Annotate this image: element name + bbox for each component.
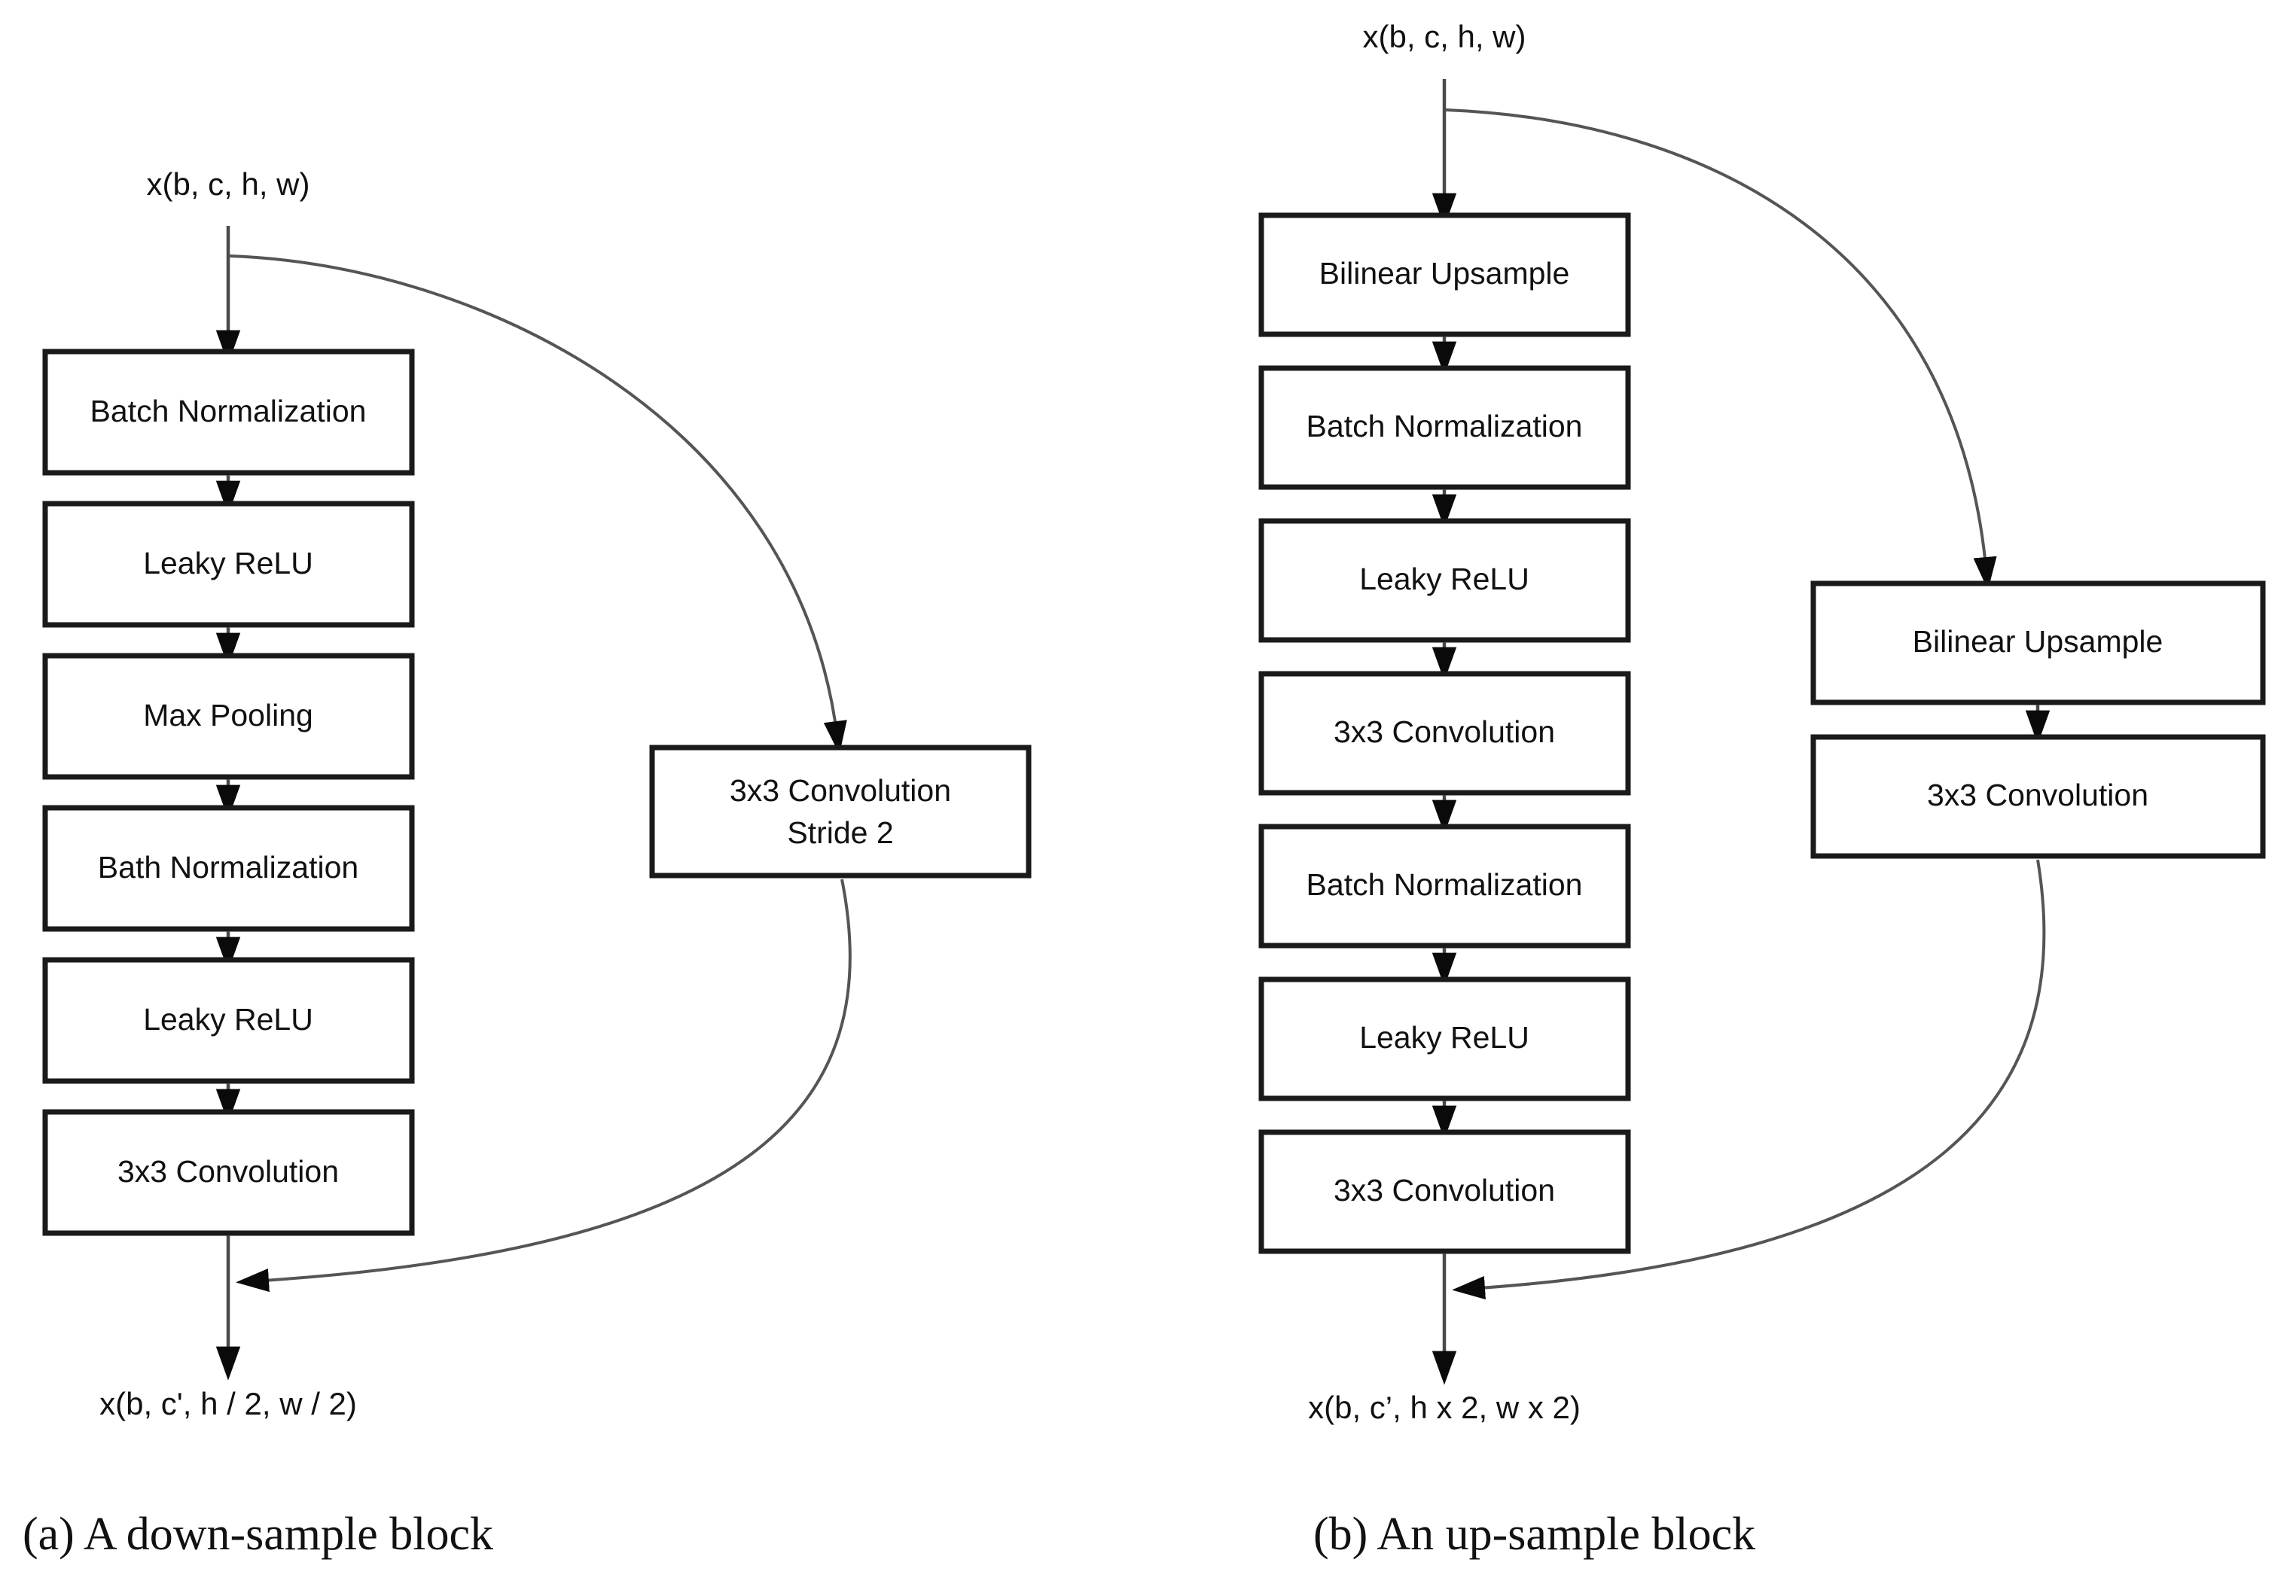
panel-a-box-3-label: Bath Normalization bbox=[98, 850, 358, 885]
panel-b-skip-merge-curve bbox=[1452, 859, 2046, 1300]
panel-a-box-5-label: 3x3 Convolution bbox=[117, 1154, 339, 1189]
panel-b-box-3: 3x3 Convolution bbox=[1258, 671, 1631, 796]
panel-b-box-0: Bilinear Upsample bbox=[1258, 212, 1631, 337]
panel-a-box-2: Max Pooling bbox=[42, 653, 415, 780]
panel-down-sample: x(b, c, h, w) Batch Normalization Leaky … bbox=[42, 166, 1032, 1421]
panel-b-output-label: x(b, c’, h x 2, w x 2) bbox=[1308, 1390, 1581, 1425]
panel-b-box-1: Batch Normalization bbox=[1258, 365, 1631, 490]
panel-b-box-0-label: Bilinear Upsample bbox=[1319, 256, 1570, 291]
panel-b-box-4-label: Batch Normalization bbox=[1307, 867, 1583, 902]
panel-b-box-6: 3x3 Convolution bbox=[1258, 1129, 1631, 1254]
panel-b-box-3-label: 3x3 Convolution bbox=[1334, 714, 1555, 749]
panel-b-caption: (b) An up-sample block bbox=[1313, 1509, 1756, 1560]
panel-a-box-5: 3x3 Convolution bbox=[42, 1109, 415, 1236]
panel-up-sample: x(b, c, h, w) Bilinear Upsample Batch No… bbox=[1258, 19, 2266, 1425]
panel-b-box-6-label: 3x3 Convolution bbox=[1334, 1173, 1555, 1208]
panel-a-box-2-label: Max Pooling bbox=[143, 698, 313, 733]
panel-b-skip-branch-curve bbox=[1445, 108, 1997, 590]
panel-b-skip-box-1-label: 3x3 Convolution bbox=[1927, 778, 2148, 812]
panel-a-box-3: Bath Normalization bbox=[42, 805, 415, 932]
panel-a-skip-box-0-line-1: Stride 2 bbox=[787, 815, 893, 850]
panel-a-box-4: Leaky ReLU bbox=[42, 957, 415, 1084]
panel-a-box-4-label: Leaky ReLU bbox=[143, 1002, 313, 1037]
panel-b-box-2-label: Leaky ReLU bbox=[1359, 562, 1529, 596]
panel-a-box-0: Batch Normalization bbox=[42, 349, 415, 476]
panel-a-box-1: Leaky ReLU bbox=[42, 501, 415, 628]
panel-b-input-label: x(b, c, h, w) bbox=[1362, 19, 1526, 54]
panel-a-input-label: x(b, c, h, w) bbox=[146, 166, 309, 202]
panel-b-skip-box-1: 3x3 Convolution bbox=[1810, 734, 2266, 859]
panel-b-skip-box-0: Bilinear Upsample bbox=[1810, 580, 2266, 705]
panel-a-output-label: x(b, c', h / 2, w / 2) bbox=[99, 1386, 357, 1421]
panel-a-skip-branch-curve bbox=[229, 254, 847, 754]
panel-b-box-1-label: Batch Normalization bbox=[1307, 409, 1583, 443]
panel-b-skip-box-0-label: Bilinear Upsample bbox=[1913, 624, 2163, 659]
panel-a-box-1-label: Leaky ReLU bbox=[143, 546, 313, 580]
panel-a-box-0-label: Batch Normalization bbox=[90, 394, 367, 428]
panel-a-skip-box-0-line-0: 3x3 Convolution bbox=[730, 773, 951, 808]
panel-b-box-4: Batch Normalization bbox=[1258, 824, 1631, 949]
panel-a-skip-merge-curve bbox=[236, 879, 852, 1293]
panel-b-box-5-label: Leaky ReLU bbox=[1359, 1020, 1529, 1055]
panel-a-caption: (a) A down-sample block bbox=[23, 1509, 494, 1560]
panel-b-box-2: Leaky ReLU bbox=[1258, 518, 1631, 643]
panel-b-box-5: Leaky ReLU bbox=[1258, 976, 1631, 1101]
panel-a-skip-box-0: 3x3 Convolution Stride 2 bbox=[649, 745, 1032, 879]
